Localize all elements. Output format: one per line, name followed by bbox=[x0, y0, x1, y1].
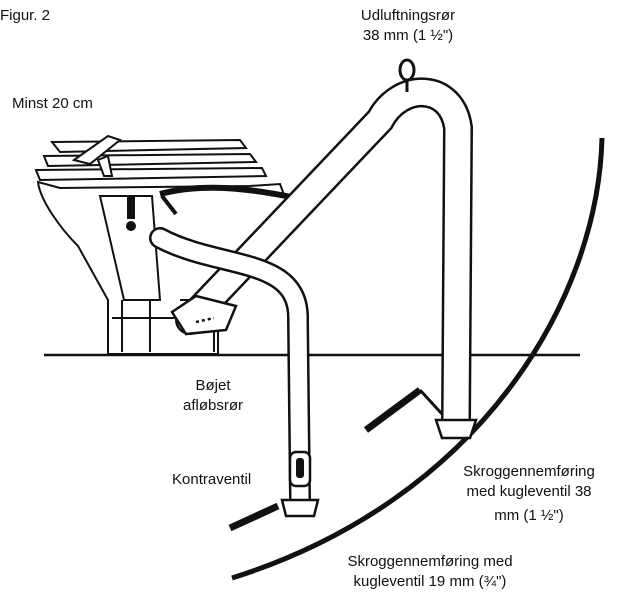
figure-label: Figur. 2 bbox=[0, 6, 50, 26]
hull-fitting-38-line3: mm (1 ½") bbox=[444, 506, 614, 526]
check-valve bbox=[290, 452, 310, 486]
hull-fitting-19-label: Skroggennemføring med kugleventil 19 mm … bbox=[300, 552, 560, 592]
vent-pipe-label: Udluftningsrør 38 mm (1 ½") bbox=[338, 6, 478, 46]
min-height-label: Minst 20 cm bbox=[12, 94, 93, 114]
hull-fitting-38-label: Skroggennemføring med kugleventil 38 mm … bbox=[444, 462, 614, 526]
hull-fitting-19-line2: kugleventil 19 mm (¾") bbox=[300, 572, 560, 592]
hull-fitting-38-line1: Skroggennemføring bbox=[444, 462, 614, 482]
hull-fitting-19-line1: Skroggennemføring med bbox=[300, 552, 560, 572]
hull-fitting-19 bbox=[230, 500, 318, 528]
vent-pipe-size: 38 mm (1 ½") bbox=[338, 26, 478, 46]
bent-drain-label: Bøjet afløbsrør bbox=[158, 376, 268, 416]
check-valve-label: Kontraventil bbox=[172, 470, 251, 490]
hull-fitting-38-line2: med kugleventil 38 bbox=[444, 482, 614, 502]
bent-drain-line2: afløbsrør bbox=[158, 396, 268, 416]
vent-pipe-name: Udluftningsrør bbox=[338, 6, 478, 26]
bent-drain-line1: Bøjet bbox=[158, 376, 268, 396]
